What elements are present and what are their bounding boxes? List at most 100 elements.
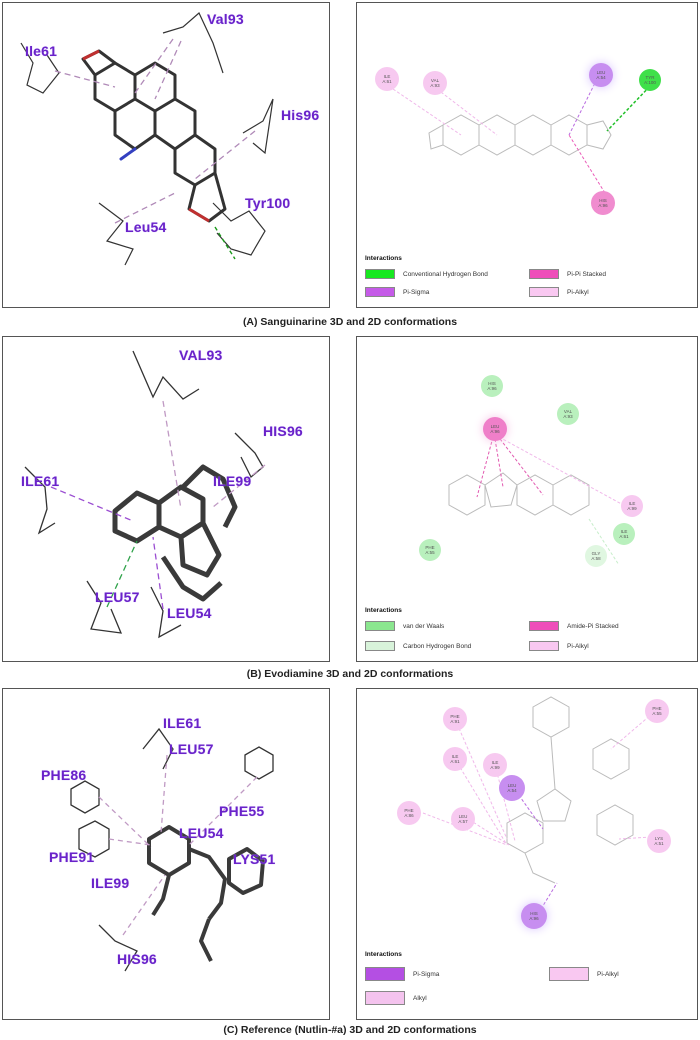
residue-his96-bubble: HIS A:96: [591, 191, 615, 215]
residue-name: ILE: [628, 500, 636, 506]
caption-panel-c: (C) Reference (Nutlin-#a) 3D and 2D conf…: [223, 1024, 477, 1036]
residue-number: A:96: [490, 429, 500, 434]
residue-number: A:61: [450, 759, 460, 764]
residue-name: LEU: [596, 69, 606, 75]
panel-a-3d: Ile61 Val93 His96 Tyr100 Leu54: [2, 2, 330, 308]
label-3d-lys51: LYS51: [233, 851, 276, 867]
residue-name: LEU: [490, 423, 500, 429]
label-3d-ile61: ILE61: [163, 715, 202, 731]
residue-number: A:93: [430, 83, 440, 88]
residue-number: A:54: [507, 788, 517, 793]
residue-his96-bubble: HIS A:96: [521, 903, 547, 929]
legend-item: Conventional Hydrogen Bond: [365, 269, 488, 279]
legend-item: Pi-Alkyl: [549, 967, 619, 981]
label-3d-ile61: Ile61: [25, 43, 58, 59]
legend-swatch: [549, 967, 589, 981]
label-3d-ile99: ILE99: [91, 875, 130, 891]
residue-number: A:100: [644, 80, 656, 85]
residue-phe55-bubble: PHE A:55: [645, 699, 669, 723]
residue-name: PHE: [404, 807, 414, 813]
residue-number: A:91: [450, 719, 460, 724]
residue-number: A:99: [627, 506, 637, 511]
legend-swatch: [529, 287, 559, 297]
legend-label: Pi-Sigma: [413, 970, 440, 978]
legend-label: Pi-Alkyl: [567, 642, 589, 650]
label-3d-leu57: LEU57: [95, 589, 140, 605]
legend-swatch: [529, 621, 559, 631]
residue-number: A:96: [529, 916, 539, 921]
residue-number: A:96: [487, 386, 497, 391]
legend-swatch: [529, 641, 559, 651]
nutlin-3d-structure: [70, 727, 274, 972]
legend-title: Interactions: [365, 255, 402, 262]
label-3d-leu54: Leu54: [125, 219, 167, 235]
panel-b-3d: VAL93 HIS96 ILE61 ILE99 LEU57 LEU54: [2, 336, 330, 662]
panel-c-2d: PHE A:91 ILE A:99 ILE A:61 LEU A:54 PHE …: [356, 688, 698, 1020]
legend-item: Pi-Sigma: [365, 287, 429, 297]
residue-name: ILE: [491, 759, 499, 765]
legend-swatch: [365, 621, 395, 631]
residue-name: PHE: [450, 713, 460, 719]
sanguinarine-3d-structure: [20, 12, 274, 266]
legend-label: Alkyl: [413, 994, 427, 1002]
caption-panel-b: (B) Evodiamine 3D and 2D conformations: [246, 668, 454, 680]
residue-number: A:86: [404, 813, 414, 818]
sanguinarine-2d-diagram: [392, 78, 654, 194]
legend-swatch: [365, 991, 405, 1005]
residue-name: HIS: [599, 197, 607, 203]
residue-name: LEU: [507, 782, 517, 788]
legend-swatch: [529, 269, 559, 279]
label-3d-his96: HIS96: [263, 423, 303, 439]
legend-title: Interactions: [365, 607, 402, 614]
residue-val93-bubble: VAL A:93: [557, 403, 579, 425]
legend-label: Amide-Pi Stacked: [567, 622, 619, 630]
residue-name: ILE: [620, 528, 628, 534]
legend-label: Pi-Alkyl: [597, 970, 619, 978]
legend-swatch: [365, 967, 405, 981]
legend-label: Pi-Alkyl: [567, 288, 589, 296]
legend-label: Pi-Pi Stacked: [567, 270, 607, 278]
residue-number: A:61: [382, 79, 392, 84]
label-3d-his96: His96: [281, 107, 320, 123]
panel-b-2d: HIS A:96 LEU A:96 VAL A:93 ILE A:99 ILE …: [356, 336, 698, 662]
label-3d-tyr100: Tyr100: [245, 195, 291, 211]
residue-leu54-bubble: LEU A:54: [499, 775, 525, 801]
label-3d-leu54: LEU54: [167, 605, 212, 621]
residue-name: LEU: [458, 813, 468, 819]
residue-phe86-bubble: PHE A:86: [397, 801, 421, 825]
residue-name: GLY: [591, 550, 601, 556]
residue-number: A:55: [652, 711, 662, 716]
label-3d-leu57: LEU57: [169, 741, 214, 757]
legend-item: Pi-Alkyl: [529, 641, 589, 651]
residue-name: LYS: [654, 835, 664, 841]
residue-name: VAL: [563, 408, 573, 414]
legend-swatch: [365, 287, 395, 297]
legend-label: Carbon Hydrogen Bond: [403, 642, 472, 650]
legend-label: Pi-Sigma: [403, 288, 430, 296]
legend-swatch: [365, 641, 395, 651]
label-3d-phe55: PHE55: [219, 803, 265, 819]
label-3d-val93: VAL93: [179, 347, 223, 363]
residue-number: A:61: [619, 534, 629, 539]
legend-item: van der Waals: [365, 621, 444, 631]
residue-name: ILE: [451, 753, 459, 759]
residue-his96-bubble: HIS A:96: [481, 375, 503, 397]
residue-leu96-bubble: LEU A:96: [483, 417, 507, 441]
nutlin-2d-diagram: [422, 696, 654, 910]
legend-item: Alkyl: [365, 991, 427, 1005]
evodiamine-2d-diagram: [448, 434, 628, 566]
residue-ile99-bubble: ILE A:99: [483, 753, 507, 777]
residue-leu54-bubble: LEU A:54: [589, 63, 613, 87]
residue-number: A:55: [425, 550, 435, 555]
residue-tyr100-bubble: TYR A:100: [639, 69, 661, 91]
residue-name: ILE: [383, 73, 391, 79]
legend-label: Conventional Hydrogen Bond: [403, 270, 488, 278]
label-3d-ile61: ILE61: [21, 473, 60, 489]
residue-name: HIS: [488, 380, 496, 386]
legend-item: Carbon Hydrogen Bond: [365, 641, 471, 651]
legend-label: van der Waals: [403, 622, 445, 630]
legend-item: Amide-Pi Stacked: [529, 621, 619, 631]
panel-c-3d: ILE61 LEU57 PHE86 PHE55 LEU54 LYS51 PHE9…: [2, 688, 330, 1020]
residue-number: A:93: [563, 414, 573, 419]
residue-gly58-bubble: GLY A:58: [585, 545, 607, 567]
